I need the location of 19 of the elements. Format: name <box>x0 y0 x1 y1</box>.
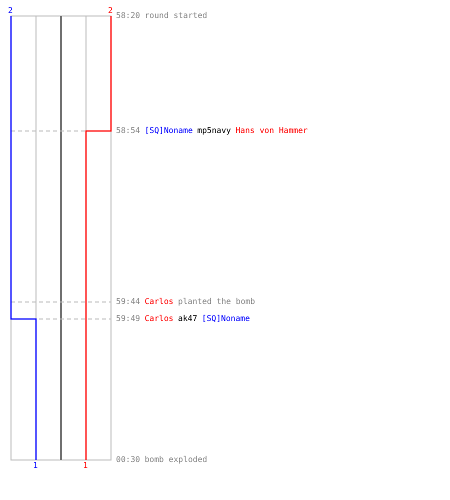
count-label: 1 <box>33 461 38 471</box>
event-text: round started <box>144 11 208 20</box>
player-name: Hans von Hammer <box>235 126 308 135</box>
player-name: [SQ]Noname <box>144 126 193 135</box>
count-label: 2 <box>108 6 113 16</box>
player-name: Carlos <box>144 297 174 306</box>
timestamp: 58:54 <box>116 126 140 135</box>
timestamp: 59:44 <box>116 297 140 306</box>
event-text: planted the bomb <box>178 297 256 306</box>
count-label: 1 <box>83 461 88 471</box>
player-name: Carlos <box>144 314 174 323</box>
timestamp: 00:30 <box>116 455 140 464</box>
timestamp: 59:49 <box>116 314 140 323</box>
weapon-name: mp5navy <box>197 126 231 135</box>
timestamp: 58:20 <box>116 11 140 20</box>
weapon-name: ak47 <box>178 314 198 323</box>
count-label: 2 <box>8 6 13 16</box>
event-text: bomb exploded <box>144 455 208 464</box>
player-name: [SQ]Noname <box>202 314 250 323</box>
